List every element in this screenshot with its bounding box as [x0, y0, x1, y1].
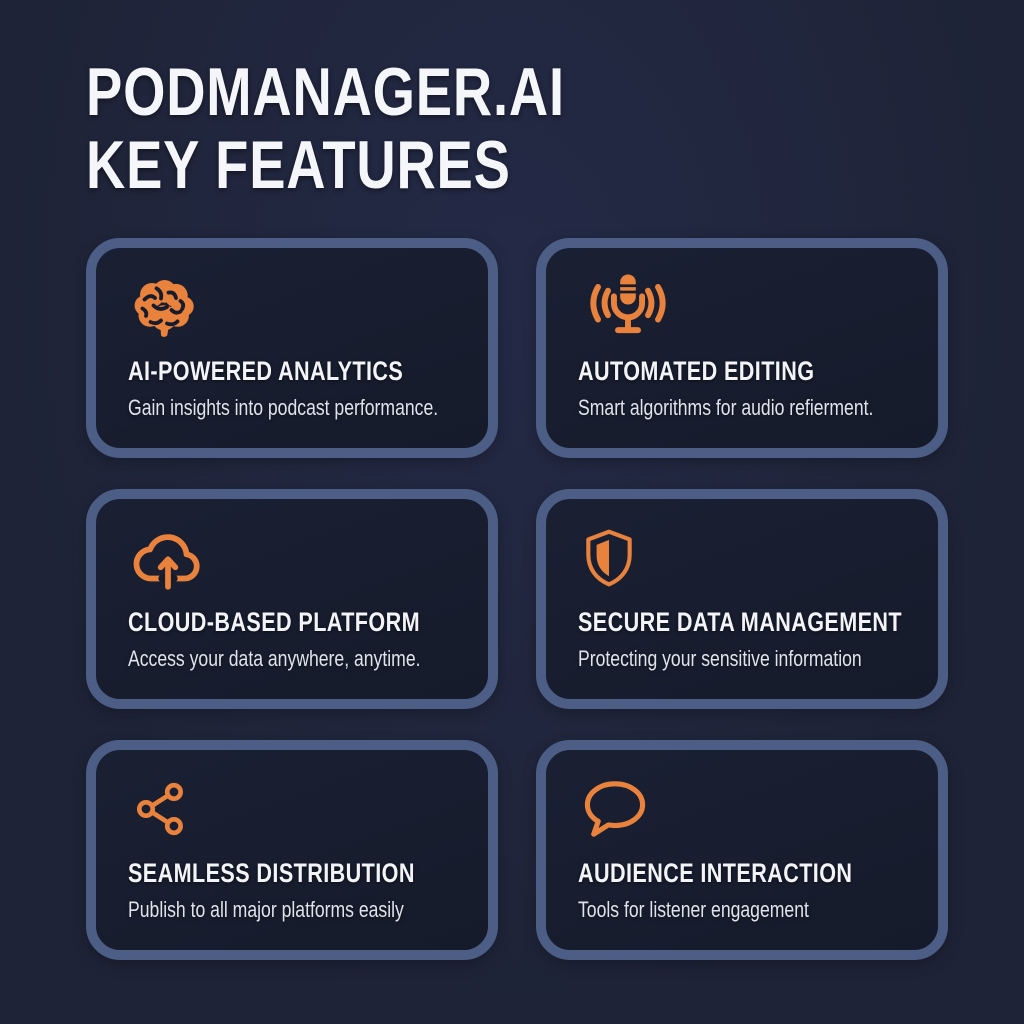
feature-description: Publish to all major platforms easily — [128, 897, 404, 922]
feature-description: Gain insights into podcast performance. — [128, 395, 439, 420]
feature-card-distribution: SEAMLESS DISTRIBUTION Publish to all maj… — [86, 740, 498, 960]
shield-icon — [578, 519, 908, 597]
feature-title: CLOUD-BASED PLATFORM — [128, 607, 420, 637]
brain-icon — [128, 268, 458, 346]
cloud-upload-icon — [128, 519, 458, 597]
feature-card-security: SECURE DATA MANAGEMENT Protecting your s… — [536, 489, 948, 709]
page-title-line2: KEY FEATURES — [86, 127, 511, 203]
feature-title: AUDIENCE INTERACTION — [578, 858, 853, 888]
feature-title: SECURE DATA MANAGEMENT — [578, 607, 902, 637]
feature-description: Protecting your sensitive information — [578, 646, 862, 671]
page-title-line1: PODMANAGER.AI — [86, 54, 565, 130]
microphone-icon — [578, 268, 908, 346]
share-icon — [128, 770, 458, 848]
feature-description: Smart algorithms for audio refierment. — [578, 395, 874, 420]
feature-card-editing: AUTOMATED EDITING Smart algorithms for a… — [536, 238, 948, 458]
feature-title: SEAMLESS DISTRIBUTION — [128, 858, 415, 888]
feature-grid: AI-POWERED ANALYTICS Gain insights into … — [86, 238, 948, 960]
feature-card-analytics: AI-POWERED ANALYTICS Gain insights into … — [86, 238, 498, 458]
speech-bubble-icon — [578, 770, 908, 848]
page-title: PODMANAGER.AI KEY FEATURES — [86, 56, 685, 202]
feature-card-cloud: CLOUD-BASED PLATFORM Access your data an… — [86, 489, 498, 709]
feature-title: AI-POWERED ANALYTICS — [128, 356, 404, 386]
feature-description: Access your data anywhere, anytime. — [128, 646, 421, 671]
feature-title: AUTOMATED EDITING — [578, 356, 815, 386]
feature-card-audience: AUDIENCE INTERACTION Tools for listener … — [536, 740, 948, 960]
feature-description: Tools for listener engagement — [578, 897, 809, 922]
